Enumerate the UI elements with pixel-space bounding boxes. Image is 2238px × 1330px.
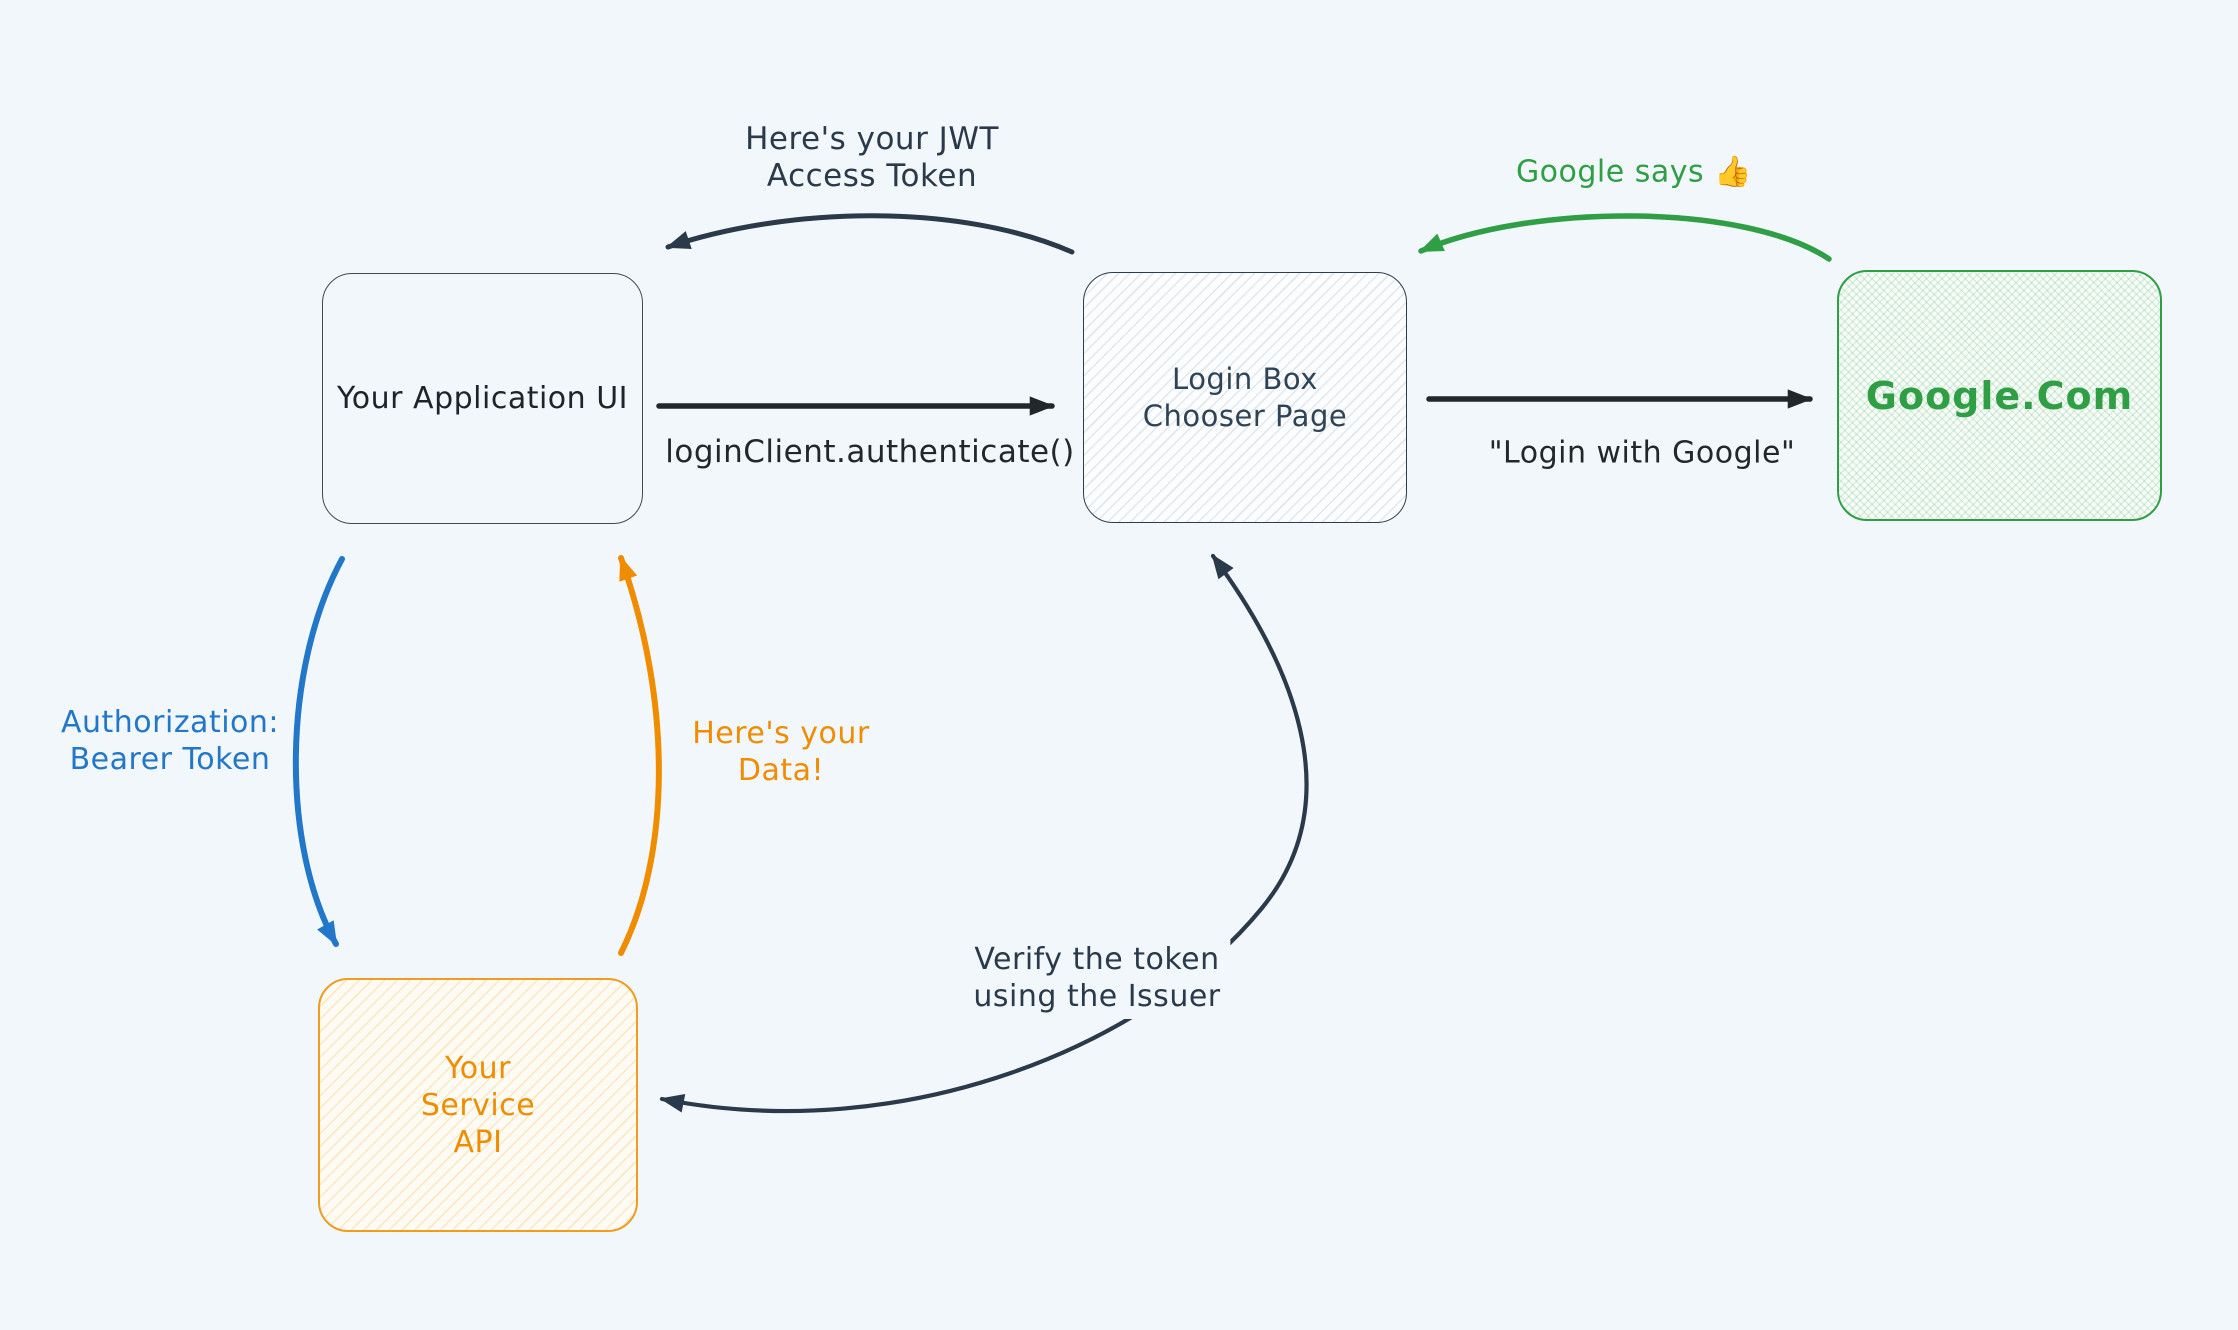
node-your-application-ui-label: Your Application UI — [336, 381, 629, 416]
jwt-arrow — [665, 213, 1075, 255]
node-your-service-api-label: Your Service API — [420, 1050, 536, 1160]
node-login-box-chooser-page: Login Box Chooser Page — [1083, 272, 1407, 523]
node-login-box-chooser-page-label: Login Box Chooser Page — [1142, 361, 1348, 433]
node-google-com-label: Google.Com — [1865, 373, 2134, 418]
google-says-arrow — [1418, 213, 1832, 262]
authenticate-arrow-label: loginClient.authenticate() — [665, 434, 1075, 470]
node-google-com: Google.Com — [1837, 270, 2162, 521]
heres-your-data-arrow — [618, 555, 662, 956]
verify-token-arrow — [659, 553, 1309, 1114]
node-your-application-ui: Your Application UI — [322, 273, 643, 524]
google-says-arrow-label: Google says 👍 — [1515, 154, 1753, 190]
login-with-google-arrow-label: "Login with Google" — [1488, 435, 1796, 471]
bearer-token-arrow-label: Authorization: Bearer Token — [60, 705, 280, 777]
node-your-service-api: Your Service API — [318, 978, 638, 1232]
verify-token-arrow-label: Verify the token using the Issuer — [963, 937, 1231, 1019]
bearer-token-arrow — [292, 556, 345, 947]
jwt-arrow-label: Here's your JWT Access Token — [745, 121, 999, 194]
heres-your-data-arrow-label: Here's your Data! — [692, 716, 870, 788]
